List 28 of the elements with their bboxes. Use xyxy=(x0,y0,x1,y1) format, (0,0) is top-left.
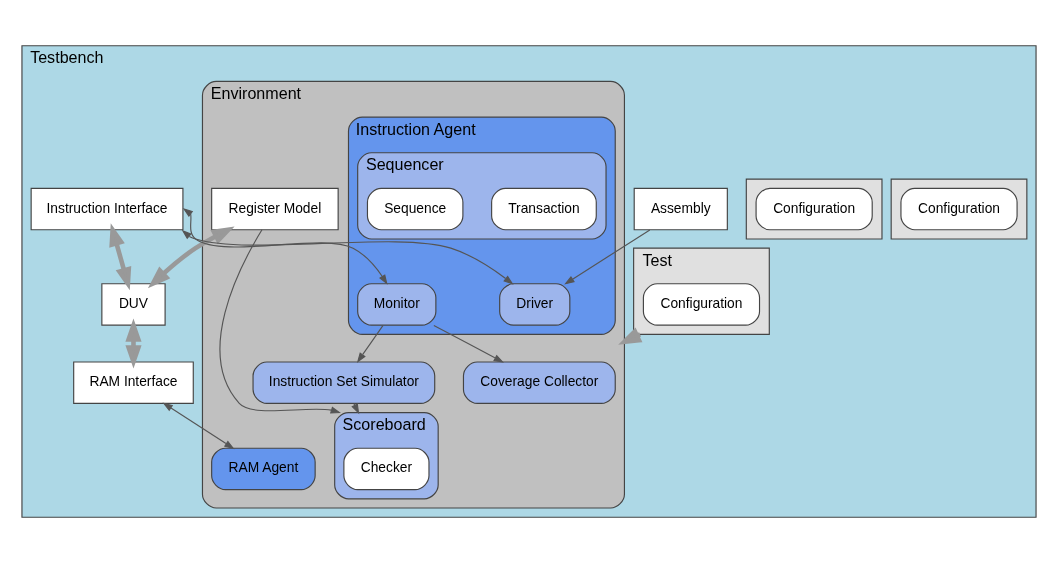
arrow xyxy=(162,402,235,450)
cluster xyxy=(890,178,1028,240)
node-box: Configuration xyxy=(755,187,873,231)
node-box: Driver xyxy=(499,283,571,326)
node-box: Coverage Collector xyxy=(462,361,616,404)
arrow xyxy=(182,208,388,285)
arrow xyxy=(147,226,235,289)
arrow xyxy=(351,403,360,415)
node-box: Checker xyxy=(343,447,430,491)
node-box: Configuration xyxy=(642,283,761,326)
arrow xyxy=(433,324,504,363)
arrow xyxy=(219,229,341,414)
arrow xyxy=(125,318,142,369)
node-box: Assembly xyxy=(633,187,728,231)
node-box: DUV xyxy=(101,283,166,326)
node-box: Instruction Interface xyxy=(30,187,184,231)
node-box: RAM Agent xyxy=(211,447,316,491)
node-box: Monitor xyxy=(357,283,437,326)
node-box: Sequence xyxy=(366,187,464,231)
arrow xyxy=(356,325,384,363)
arrow xyxy=(109,223,132,291)
node-box: Register Model xyxy=(211,187,339,231)
node-box: Transaction xyxy=(491,187,597,231)
arrow xyxy=(564,229,651,285)
node-box: RAM Interface xyxy=(73,361,194,404)
arrow xyxy=(181,229,514,285)
node-box: Configuration xyxy=(900,187,1018,231)
cluster xyxy=(745,178,883,240)
